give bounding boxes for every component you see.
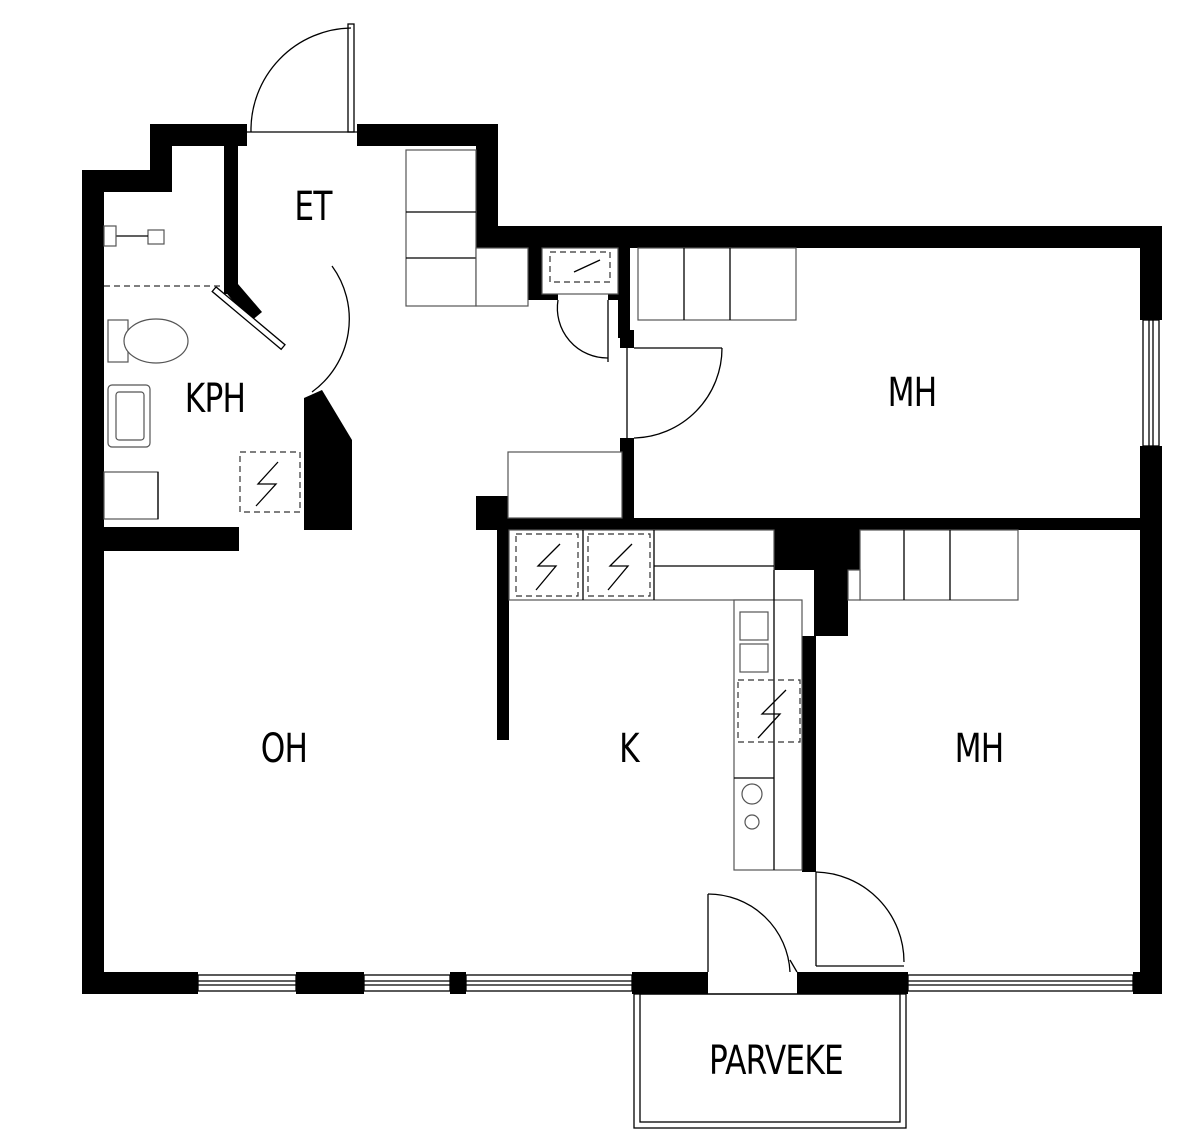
interior-walls: [82, 134, 1162, 872]
room-label-k: K: [619, 726, 639, 772]
mh-bottom-wardrobes: [847, 529, 1019, 601]
mh-top-wardrobes: [637, 247, 797, 321]
exterior-walls: [82, 124, 1162, 994]
room-label-et: ET: [294, 184, 332, 230]
balcony: [633, 993, 907, 1129]
room-label-kph: KPH: [184, 376, 246, 422]
doors: [211, 23, 905, 973]
room-label-mh-top: MH: [887, 370, 938, 416]
room-label-parveke: PARVEKE: [709, 1038, 844, 1084]
room-label-mh-bottom: MH: [954, 726, 1005, 772]
kitchen: [508, 529, 803, 871]
bathroom-fixtures: [103, 225, 301, 520]
room-label-oh: OH: [260, 726, 308, 772]
hall-cabinet: [507, 451, 623, 519]
windows: [197, 319, 1160, 992]
entry-cabinets: [405, 149, 619, 307]
